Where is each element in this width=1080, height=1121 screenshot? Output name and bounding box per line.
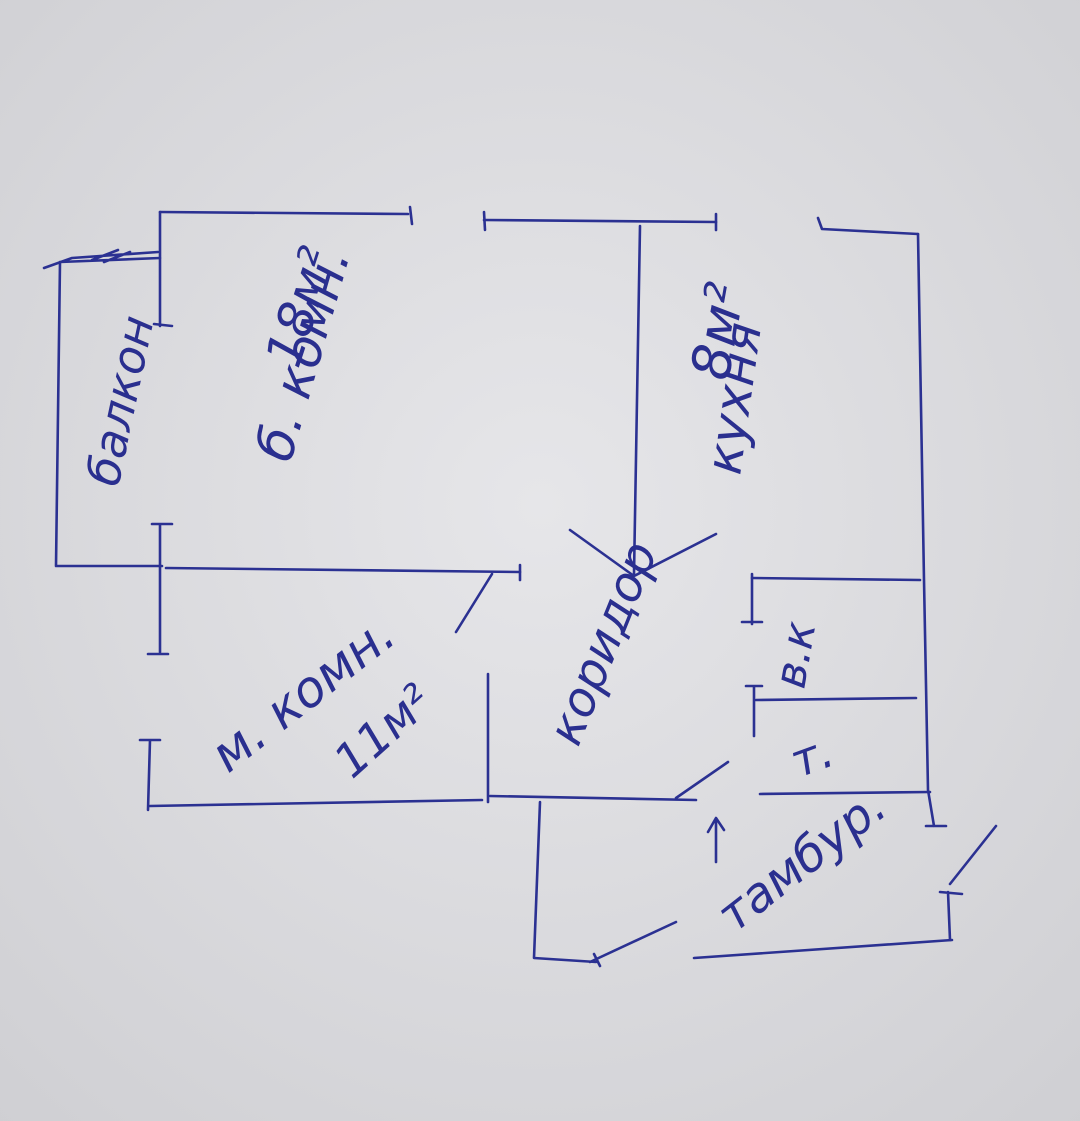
balcony-tick <box>152 322 174 328</box>
wall-vestibule-bottom <box>692 938 954 960</box>
wall-right-exterior <box>916 232 948 828</box>
wall-vestibule-left <box>532 800 598 964</box>
wall-bath-toilet <box>754 696 918 702</box>
wall-big-room-bottom <box>164 566 522 574</box>
door-bathroom <box>740 572 764 626</box>
wall-top-left-tick <box>408 205 414 226</box>
wall-vestibule-right <box>938 890 964 942</box>
door-vestibule <box>588 920 678 968</box>
door-vestibule-outer <box>948 824 998 886</box>
wall-left-door-jamb <box>146 522 174 656</box>
entrance-arrow <box>706 816 726 864</box>
balcony-wall <box>54 260 164 568</box>
wall-small-room-bottom <box>148 798 484 808</box>
plan-walls <box>42 205 998 968</box>
door-entrance <box>674 760 730 800</box>
label-bathroom: в.к <box>765 617 827 692</box>
wall-bathroom-top <box>750 576 922 582</box>
wall-corridor-bottom <box>488 794 698 802</box>
wall-toilet-bottom <box>758 790 932 796</box>
balcony-hatch <box>42 248 162 270</box>
door-toilet <box>744 684 764 738</box>
wall-top-middle-ticks <box>482 210 718 232</box>
wall-top-middle <box>482 218 718 224</box>
wall-kitchen-left <box>632 224 642 576</box>
wall-top-right <box>816 216 920 236</box>
door-kitchen <box>568 528 718 578</box>
wall-small-room-left <box>138 738 162 812</box>
wall-top-left <box>158 210 410 216</box>
door-small-room <box>454 572 494 634</box>
